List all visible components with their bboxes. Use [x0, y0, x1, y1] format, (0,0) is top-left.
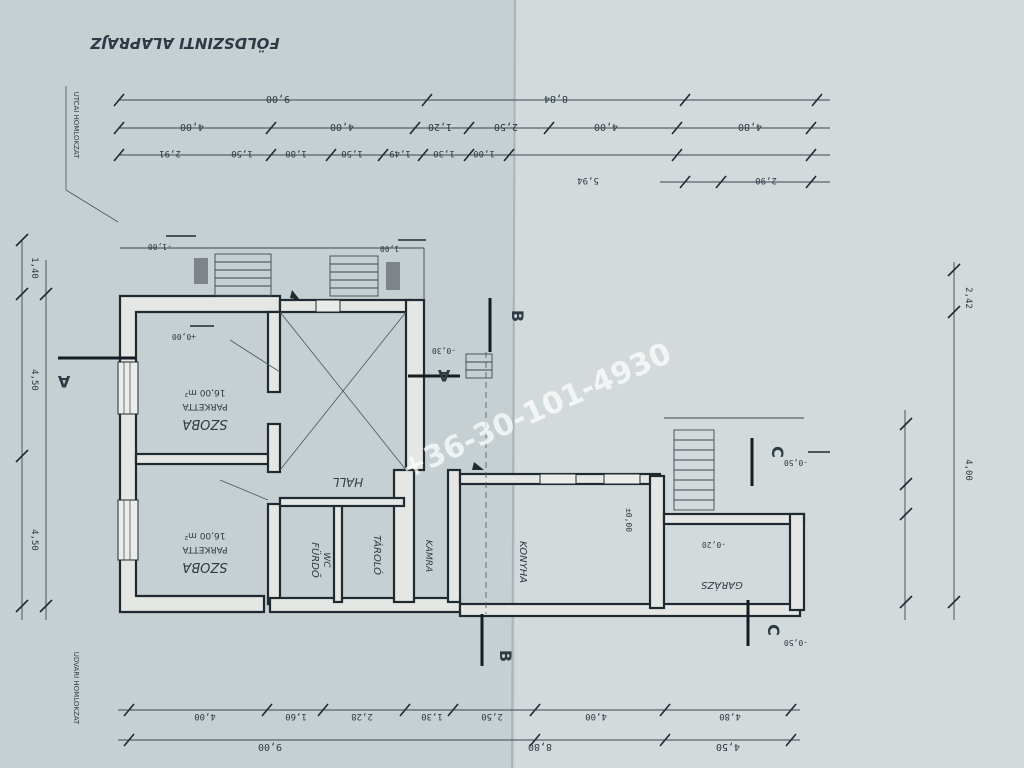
room-szoba-bottom-name: SZOBA [182, 559, 227, 574]
section-c-bottom-label: C [764, 624, 783, 636]
dim-top-8-84: 8,84 [544, 93, 568, 104]
room-szoba-bottom-area: 16,00 m² [184, 530, 225, 540]
dim-bot2-b: 8,80 [528, 741, 552, 752]
stairs [120, 247, 804, 511]
dim-bot-b: 1,60 [285, 711, 307, 721]
level-terrace: -1,00 [380, 244, 404, 253]
room-szoba-bottom-floor: PARKETTA [182, 544, 228, 554]
section-a-right-label: A [437, 366, 450, 385]
pillar-left [194, 258, 208, 284]
level-garage-front: -0,50 [784, 638, 808, 647]
room-szoba-top-floor: PARKETTA [182, 401, 228, 411]
dim-top3-a: 2,91 [159, 148, 181, 158]
bottom-dimensions [118, 703, 800, 747]
level-garage-in: -0,20 [702, 540, 726, 549]
top-dimensions [113, 93, 830, 189]
dim-bot-e: 2,50 [481, 711, 503, 721]
plan-title: FÖLDSZINTI ALAPRAJZ [89, 34, 279, 53]
room-tarolo-name: TÁROLÓ [371, 535, 384, 575]
dim-right-a: 2,42 [963, 287, 973, 309]
room-kamra-name: KAMRA [423, 540, 433, 572]
right-dimensions: 2,42 4,00 [899, 262, 973, 620]
dim-top2-b: 4,00 [330, 121, 354, 132]
room-szoba-top-area: 16,00 m² [184, 387, 225, 397]
dim-bot-f: 4,00 [585, 711, 607, 721]
hall-guide-lines [219, 311, 407, 501]
windows [117, 299, 641, 561]
dim-top3-d: 1,50 [341, 148, 363, 158]
pillar-right [386, 262, 400, 290]
section-c-top-label: C [768, 446, 787, 458]
dim-bot-c: 2,28 [351, 711, 373, 721]
walls [118, 294, 806, 618]
section-a-left-label: A [57, 372, 70, 391]
section-a [58, 356, 460, 378]
dim-top3-b: 1,50 [231, 148, 253, 158]
left-dimensions: 1,40 4,50 4,50 [15, 233, 53, 620]
room-furdo-sub: WC [321, 552, 331, 568]
kitchen-arrow-icon [472, 462, 484, 470]
section-b [480, 298, 492, 666]
dim-left-c: 4,50 [29, 529, 39, 551]
level-garage: -0,50 [784, 458, 808, 467]
dim-top2-e: 4,00 [594, 121, 618, 132]
section-b-bottom-label: B [496, 650, 515, 662]
dim-top2-f: 4,80 [738, 121, 762, 132]
level-szoba: +0,00 [172, 332, 196, 341]
dim-top3-h: 5,94 [577, 175, 599, 185]
room-furdo-name: FÜRDŐ [309, 542, 323, 578]
dim-top3-e: 1,49 [389, 148, 411, 158]
level-marks: +0,00 -1,00 -1,00 -0,30 -0,50 -0,50 -0,2… [148, 235, 830, 647]
dim-bot2-a: 9,00 [258, 741, 282, 752]
dim-bot2-c: 4,50 [716, 741, 740, 752]
dim-left-b: 4,50 [29, 369, 39, 391]
level-stair: -1,00 [148, 242, 172, 251]
room-garazs-name: GARÁZS [701, 579, 743, 592]
udvari-homlokzat-label: UDVARI HOMLOKZAT [72, 652, 80, 725]
section-b-top-label: B [508, 310, 527, 322]
dim-top3-c: 1,80 [285, 148, 307, 158]
utcai-homlokzat-label: UTCAI HOMLOKZAT [72, 92, 80, 160]
dim-top3-f: 1,30 [433, 148, 455, 158]
section-c [746, 438, 754, 646]
dim-top-9-00: 9,00 [266, 93, 290, 104]
level-hall-entry: -0,30 [432, 346, 456, 355]
dim-top2-d: 2,50 [494, 121, 518, 132]
room-hall-name: HALL [333, 475, 364, 489]
level-konyha: ±0,00 [624, 508, 633, 532]
room-konyha-name: KONYHA [517, 541, 528, 583]
dim-top3-i: 2,90 [755, 175, 777, 185]
dim-top2-a: 4,00 [180, 121, 204, 132]
dim-right-b: 4,00 [963, 459, 973, 481]
dim-bot-a: 4,00 [194, 711, 216, 721]
dim-top2-c: 1,20 [428, 121, 452, 132]
room-szoba-top-name: SZOBA [182, 416, 227, 431]
dim-bot-d: 1,30 [421, 711, 443, 721]
dim-bot-g: 4,80 [719, 711, 741, 721]
dim-left-a: 1,40 [29, 257, 39, 279]
entry-arrow-icon [290, 290, 300, 300]
dim-top3-g: 1,00 [473, 148, 495, 158]
